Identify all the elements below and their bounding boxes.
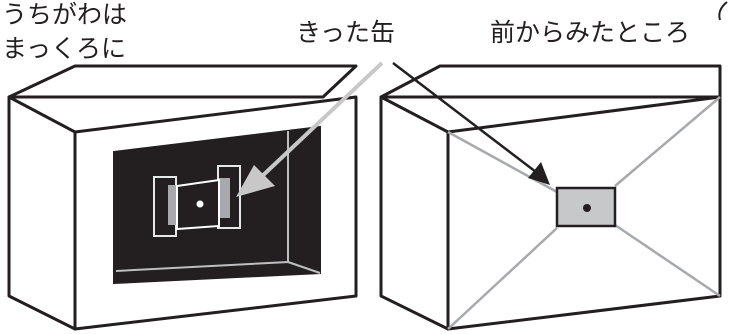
gray-arrow — [236, 61, 384, 197]
inside-label-line1: うちがわは — [2, 0, 128, 29]
can-pinhole-inside — [196, 200, 204, 208]
front-perspective-lines — [447, 96, 721, 330]
front-can-pinhole — [583, 204, 591, 212]
right-box-side — [379, 95, 450, 331]
left-box-side — [7, 95, 77, 331]
cut-can-label: きった缶 — [296, 18, 396, 47]
right-box — [379, 64, 722, 331]
inside-label-line2: まっくろに — [2, 34, 127, 63]
edge-curve — [718, 1, 728, 21]
can-right-inner — [219, 178, 230, 218]
black-arrow — [392, 62, 550, 185]
inside-cut-can — [153, 165, 241, 237]
inside-perspective-lines — [115, 131, 321, 274]
left-box-top — [7, 64, 358, 99]
can-left-inner — [168, 185, 179, 225]
front-view-label: 前からみたところ — [490, 18, 691, 47]
right-box-top — [379, 64, 722, 99]
